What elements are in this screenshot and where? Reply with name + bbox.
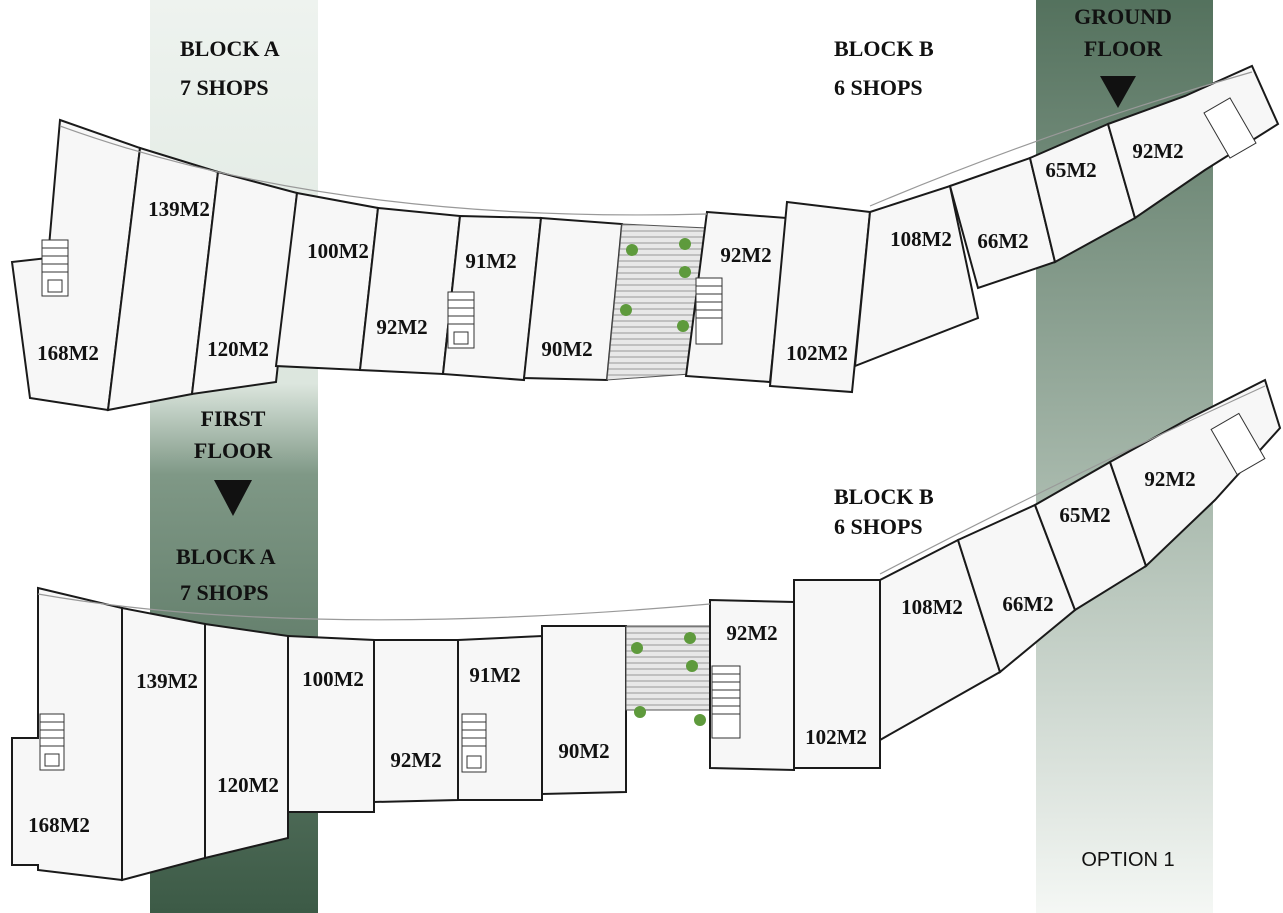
stair-icon [1210,412,1266,476]
unit-area-label: 168M2 [37,341,99,365]
unit-area-label: 90M2 [541,337,592,361]
unit-area-label: 102M2 [786,341,848,365]
block-b-name-bottom: BLOCK B [834,484,934,509]
unit-area-label: 92M2 [390,748,441,772]
unit-area-label: 100M2 [307,239,369,263]
unit-area-label: 100M2 [302,667,364,691]
block-a-count-top: 7 SHOPS [180,75,269,100]
first-floor-plan [11,378,1282,882]
stair-icon [447,291,475,349]
unit-90 [541,625,627,796]
block-a-name-top: BLOCK A [180,36,280,61]
unit-area-label: 139M2 [148,197,210,221]
block-b-name-top: BLOCK B [834,36,934,61]
first-floor-label-line2: FLOOR [194,438,273,463]
unit-area-label: 120M2 [217,773,279,797]
stair-icon [1203,97,1257,159]
ground-floor-plan [10,64,1280,412]
unit-area-label: 92M2 [720,243,771,267]
block-b-count-top: 6 SHOPS [834,75,923,100]
unit-area-label: 120M2 [207,337,269,361]
down-triangle-icon [214,480,252,516]
unit-area-label: 108M2 [901,595,963,619]
unit-area-label: 65M2 [1045,158,1096,182]
unit-area-label: 66M2 [1002,592,1053,616]
unit-120 [204,622,289,860]
unit-area-label: 102M2 [805,725,867,749]
ground-floor-label-line1: GROUND [1074,4,1172,29]
unit-92a [373,639,459,804]
stair-icon [41,239,69,297]
unit-area-label: 91M2 [465,249,516,273]
unit-area-label: 92M2 [726,621,777,645]
unit-100 [287,634,375,813]
ground-floor-label-line2: FLOOR [1084,36,1163,61]
unit-120 [190,170,299,396]
unit-area-label: 66M2 [977,229,1028,253]
unit-area-label: 168M2 [28,813,90,837]
block-b-count-bottom: 6 SHOPS [834,514,923,539]
unit-area-label: 108M2 [890,227,952,251]
plant-icon [631,632,706,726]
unit-139 [121,606,206,882]
stair-icon [461,713,487,773]
unit-area-label: 90M2 [558,739,609,763]
plant-icon [620,238,691,332]
block-a-name-bottom: BLOCK A [176,544,276,569]
unit-area-label: 65M2 [1059,503,1110,527]
unit-area-label: 92M2 [376,315,427,339]
unit-area-label: 139M2 [136,669,198,693]
unit-108 [853,184,980,368]
stair-icon [39,713,65,771]
down-triangle-icon [1100,76,1136,108]
unit-92c [1106,64,1280,220]
unit-102 [768,200,872,394]
unit-area-label: 92M2 [1144,467,1195,491]
stair-icon [711,665,741,739]
unit-102 [793,579,881,769]
option-label: OPTION 1 [1081,849,1174,871]
block-a-count-bottom: 7 SHOPS [180,580,269,605]
first-floor-label-line1: FIRST [201,406,266,431]
unit-area-label: 92M2 [1132,139,1183,163]
stair-icon [695,277,723,345]
unit-area-label: 91M2 [469,663,520,687]
